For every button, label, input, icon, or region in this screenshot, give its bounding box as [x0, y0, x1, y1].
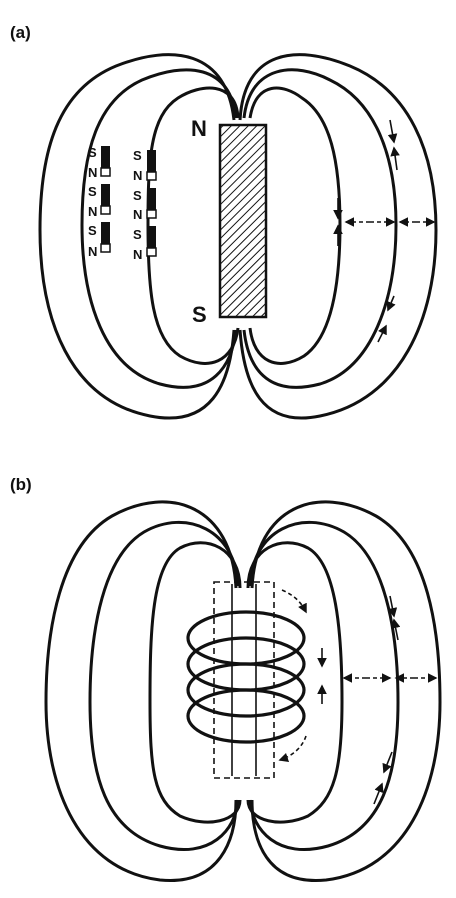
arrow-down-1: [387, 119, 398, 144]
field-line-b-left-inner: [148, 541, 242, 824]
b-arrow-up-1: [390, 618, 401, 641]
compass-label-9: S: [133, 188, 142, 203]
needle-1: [101, 146, 110, 168]
coil-current-arrow-bottom: [278, 735, 307, 763]
needle-5: [147, 188, 156, 210]
compass-label-1: S: [88, 145, 97, 160]
field-line-a-right-outer: [238, 53, 438, 420]
b-arrow-down-3: [382, 751, 393, 774]
compass-label-4: N: [88, 204, 97, 219]
coil-current-arrow-top: [281, 589, 307, 614]
compass-label-8: N: [133, 168, 142, 183]
compass-label-5: S: [88, 223, 97, 238]
arrow-down-3: [386, 295, 396, 312]
field-arrows-a: [333, 119, 436, 343]
field-arrows-b: [317, 595, 438, 805]
compass-label-10: N: [133, 207, 142, 222]
field-line-b-right-mid: [248, 521, 400, 852]
field-lines-right-b: [246, 500, 442, 882]
b-arrow-up-3: [373, 782, 384, 805]
solenoid: [186, 581, 307, 779]
b-arrow-down-1: [387, 595, 398, 618]
field-line-a-left-inner: [146, 86, 240, 365]
arrow-up-3: [377, 324, 387, 343]
needle-4: [147, 150, 156, 172]
compass-chain-inner: S N S N S N: [133, 148, 157, 262]
solenoid-core-outline: [213, 581, 275, 779]
compass-label-12: N: [133, 247, 142, 262]
needle-3: [101, 222, 110, 244]
needle-6: [147, 226, 156, 248]
field-lines-left-a: [38, 53, 240, 420]
south-pole-label: S: [192, 302, 207, 327]
field-line-a-left-mid: [80, 68, 238, 389]
panel-a: (a) N S S N S N S N: [10, 23, 438, 420]
needle-2: [101, 184, 110, 206]
coil-loop-3: [186, 662, 306, 718]
compass-label-3: S: [88, 184, 97, 199]
compass-label-2: N: [88, 165, 97, 180]
compass-label-11: S: [133, 227, 142, 242]
panel-a-label: (a): [10, 23, 31, 42]
compass-chain-outer: S N S N S N: [88, 145, 111, 259]
panel-b-label: (b): [10, 475, 32, 494]
field-line-a-left-outer: [38, 53, 236, 420]
field-line-b-right-inner: [246, 541, 344, 824]
field-lines-left-b: [44, 500, 242, 882]
panel-b: (b): [10, 475, 442, 882]
north-pole-label: N: [191, 116, 207, 141]
coil-loop-4: [186, 688, 306, 744]
bar-magnet: [218, 123, 268, 319]
field-line-b-right-outer: [250, 500, 442, 882]
arrow-up-1: [390, 146, 400, 171]
compass-label-6: N: [88, 244, 97, 259]
field-line-a-right-mid: [242, 68, 398, 389]
field-line-b-left-outer: [44, 500, 238, 882]
field-line-b-left-mid: [88, 521, 240, 852]
compass-label-7: S: [133, 148, 142, 163]
